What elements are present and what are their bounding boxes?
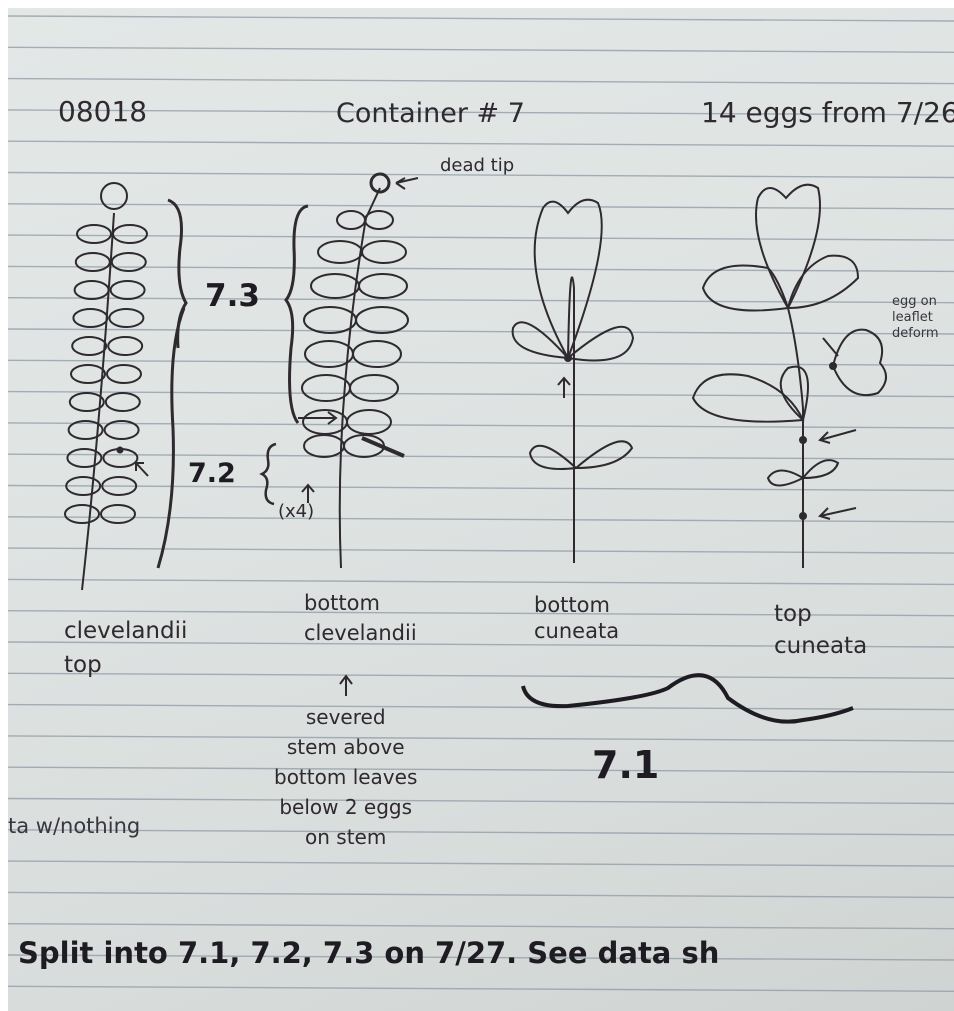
section-label-71: 7.1 (592, 743, 659, 787)
severed-note: severed stem above bottom leaves below 2… (274, 702, 417, 852)
egg-note-line: leaflet (892, 310, 939, 326)
severed-note-line: stem above (274, 732, 417, 762)
brace-left (158, 200, 186, 568)
brace-73 (286, 206, 308, 423)
plant-label-line: cuneata (774, 630, 867, 662)
sketch-top-cuneata (693, 185, 886, 568)
egg-note-line: deform (892, 326, 939, 342)
severed-note-line: severed (274, 702, 417, 732)
footer-note: Split into 7.1, 7.2, 7.3 on 7/27. See da… (18, 936, 719, 970)
dead-tip-note: dead tip (440, 155, 514, 176)
plant-label-line: clevelandii (64, 614, 187, 648)
section-label-73: 7.3 (205, 278, 260, 314)
plant-label-bottom-cuneata: bottom cuneata (534, 592, 619, 644)
plant-label-line: cuneata (534, 618, 619, 644)
arrow-severed (340, 676, 352, 696)
egg-note-line: egg on (892, 294, 939, 310)
brace-72 (262, 444, 276, 504)
plant-label-line: top (774, 598, 867, 630)
severed-note-line: bottom leaves (274, 762, 417, 792)
plant-label-line: bottom (304, 588, 417, 618)
severed-note-line: below 2 eggs (274, 792, 417, 822)
plant-label-line: bottom (534, 592, 619, 618)
notebook-page: 08018 Container # 7 14 eggs from 7/26 7.… (8, 8, 954, 1011)
header-id: 08018 (58, 95, 147, 128)
sketch-bottom-clevelandii (298, 174, 418, 568)
left-margin-note: ta w/nothing (8, 814, 140, 838)
plant-label-top-cuneata: top cuneata (774, 598, 867, 662)
severed-note-line: on stem (274, 822, 417, 852)
sketch-clevelandii-top (65, 183, 148, 590)
section-label-72: 7.2 (188, 458, 236, 489)
header-container: Container # 7 (336, 98, 525, 129)
plant-label-clevelandii-top: clevelandii top (64, 614, 187, 682)
plant-label-line: top (64, 648, 187, 682)
egg-note: egg on leaflet deform (892, 294, 939, 342)
plant-label-bottom-clevelandii: bottom clevelandii (304, 588, 417, 648)
plant-label-line: clevelandii (304, 618, 417, 648)
brace-71 (523, 675, 853, 722)
sketch-bottom-cuneata (513, 200, 633, 563)
count-note: (x4) (278, 501, 314, 522)
header-eggs: 14 eggs from 7/26 (701, 96, 954, 129)
